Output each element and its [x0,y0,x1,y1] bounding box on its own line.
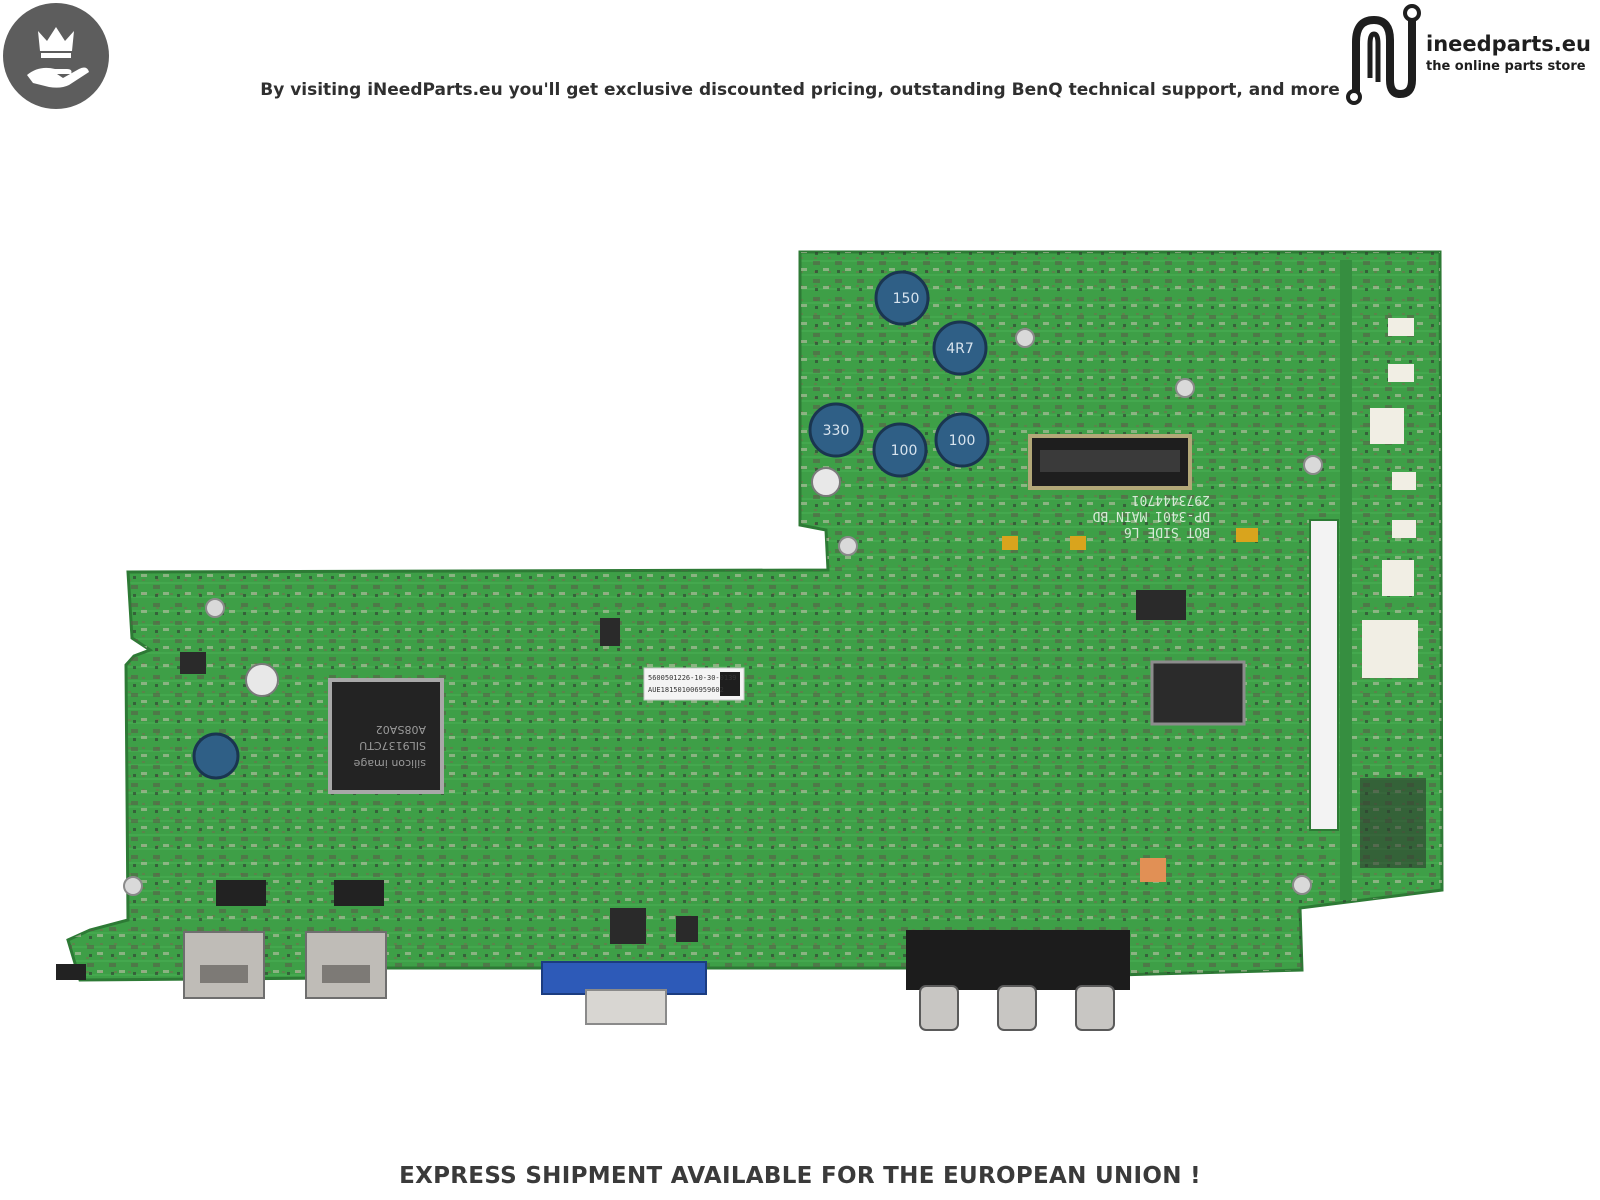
svg-text:100: 100 [891,443,918,459]
header-tagline: By visiting iNeedParts.eu you'll get exc… [260,80,1340,100]
inductor-group [192,270,990,780]
brand-name: ineedparts.eu [1426,32,1591,56]
brand-logo[interactable]: ineedparts.eu the online parts store [1340,2,1600,112]
product-photo-main-board: 150 4R7 330 100 100 BOT SIDE L6 DP-3401 … [56,250,1444,1031]
crown-hand-icon [27,27,89,88]
svg-text:100: 100 [949,433,976,449]
circuit-n-logo-icon [1346,4,1421,105]
svg-text:SIL9137CTU: SIL9137CTU [359,739,426,752]
shipping-notice: EXPRESS SHIPMENT AVAILABLE FOR THE EUROP… [399,1163,1201,1189]
svg-text:silicon image: silicon image [353,757,426,770]
crown-hand-badge [3,3,109,109]
svg-text:AUE181501006959602: AUE181501006959602 [648,686,724,694]
svg-text:150: 150 [893,291,920,307]
brand-subtitle: the online parts store [1426,59,1586,74]
svg-text:5600501226-10-30-0139: 5600501226-10-30-0139 [648,674,737,682]
svg-text:A08SA02: A08SA02 [376,723,426,736]
svg-text:BOT SIDE L6: BOT SIDE L6 [1124,524,1210,539]
svg-text:DP-3401 MAIN BD: DP-3401 MAIN BD [1092,508,1210,523]
svg-text:330: 330 [823,423,850,439]
svg-text:2973444701: 2973444701 [1132,492,1210,507]
svg-text:4R7: 4R7 [946,341,974,357]
